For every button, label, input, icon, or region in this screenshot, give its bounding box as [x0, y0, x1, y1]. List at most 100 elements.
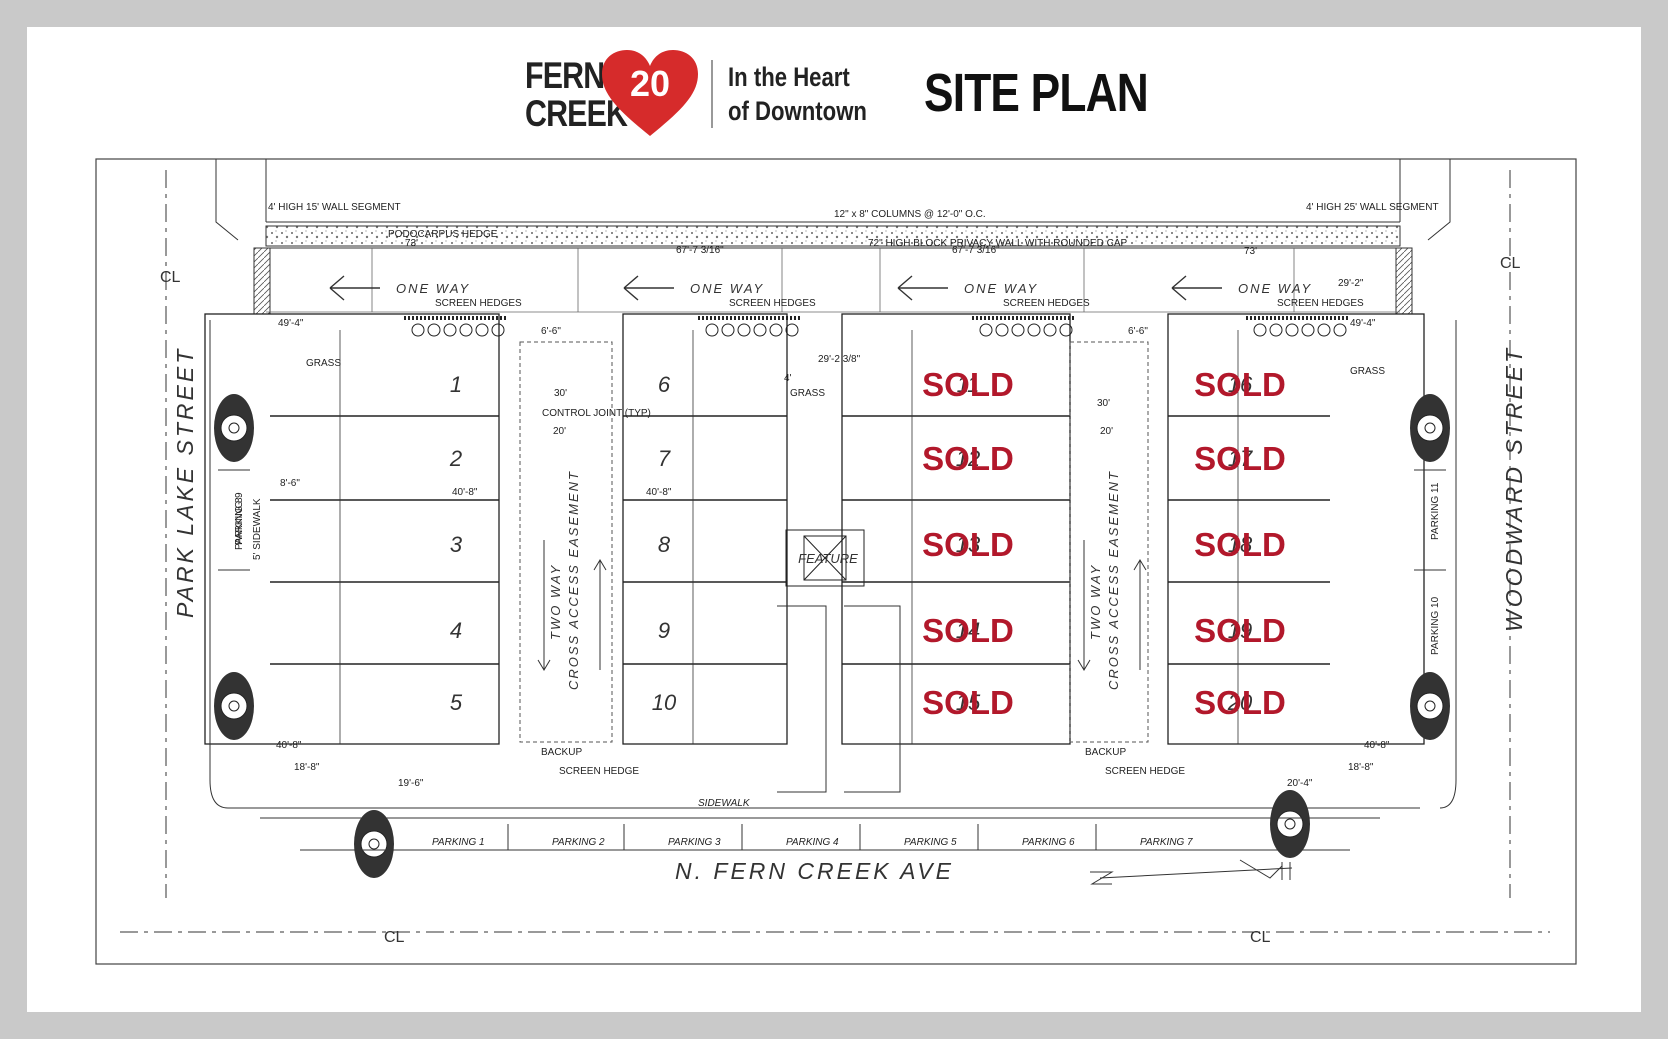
parking-9: PARKING 9: [234, 492, 245, 545]
unit-number-8: 8: [658, 532, 671, 557]
unit-status-18: SOLD: [1194, 526, 1286, 563]
unit-number-10: 10: [652, 690, 677, 715]
screen-hedges-label-3: SCREEN HEDGES: [1003, 298, 1090, 309]
unit-number-4: 4: [450, 618, 462, 643]
dim-40-west: 40'-8": [452, 487, 478, 498]
centerline-south-2: CL: [1250, 929, 1271, 946]
dim-top-4: 73': [1244, 246, 1257, 257]
one-way-label-3: ONE WAY: [964, 281, 1038, 296]
easement-east-line2: CROSS ACCESS EASEMENT: [1106, 470, 1121, 690]
dim-8-6: 8'-6": [280, 478, 300, 489]
unit-status-19: SOLD: [1194, 612, 1286, 649]
building-center-right: [841, 313, 1071, 745]
street-east: WOODWARD STREET: [1501, 346, 1527, 632]
property-frame: [95, 158, 1577, 965]
dim-top-1: 73': [405, 238, 418, 249]
centerline-west: CL: [160, 269, 181, 286]
unit-number-13: 13: [956, 532, 981, 557]
parking-6: PARKING 6: [1022, 837, 1075, 848]
unit-status-11: SOLD: [922, 366, 1014, 403]
screen-hedges-label-1: SCREEN HEDGES: [435, 298, 522, 309]
planter-icon-4: [1410, 672, 1450, 740]
grass-2: GRASS: [790, 388, 825, 399]
easement-west: [519, 341, 613, 743]
dim-top-3: 67'-7 3/16": [952, 245, 1000, 256]
unit-number-3: 3: [450, 532, 463, 557]
screen-hedges-label-2: SCREEN HEDGES: [729, 298, 816, 309]
sidewalk-label: SIDEWALK: [698, 798, 751, 809]
parking-7: PARKING 7: [1140, 837, 1193, 848]
columns-label: 12" x 8" COLUMNS @ 12'-0" O.C.: [834, 209, 986, 220]
unit-number-11: 11: [957, 372, 980, 397]
wall-segment-label-right: 4' HIGH 25' WALL SEGMENT: [1306, 202, 1439, 213]
screen-hedge-west: SCREEN HEDGE: [559, 766, 639, 777]
unit-status-15: SOLD: [922, 684, 1014, 721]
wall-segment-east: [1395, 247, 1413, 315]
unit-number-17: 17: [1228, 446, 1253, 471]
unit-status-20: SOLD: [1194, 684, 1286, 721]
one-way-label-4: ONE WAY: [1238, 281, 1312, 296]
unit-number-2: 2: [449, 446, 462, 471]
dim-20-east: 20': [1100, 426, 1113, 437]
building-west: [204, 313, 500, 745]
one-way-label-1: ONE WAY: [396, 281, 470, 296]
unit-number-9: 9: [658, 618, 670, 643]
screen-hedges-label-4: SCREEN HEDGES: [1277, 298, 1364, 309]
unit-number-5: 5: [450, 690, 463, 715]
dim-49-east: 49'-4": [1350, 318, 1376, 329]
dim-19-6: 19'-6": [398, 778, 424, 789]
dim-18-east: 18'-8": [1348, 762, 1374, 773]
screen-hedge-east: SCREEN HEDGE: [1105, 766, 1185, 777]
unit-number-15: 15: [956, 690, 981, 715]
hedge-label: PODOCARPUS HEDGE: [388, 229, 498, 240]
unit-status-14: SOLD: [922, 612, 1014, 649]
dim-6-east: 6'-6": [1128, 326, 1148, 337]
one-way-label-2: ONE WAY: [690, 281, 764, 296]
hedge-strip: [265, 225, 1401, 247]
easement-west-line2: CROSS ACCESS EASEMENT: [566, 470, 581, 690]
easement-east: [1069, 341, 1149, 743]
dim-top-2: 67'-7 3/16": [676, 245, 724, 256]
backup-east: BACKUP: [1085, 747, 1126, 758]
street-west: PARK LAKE STREET: [172, 347, 198, 618]
unit-number-14: 14: [956, 618, 980, 643]
parking-8: PARKING 8: [234, 497, 245, 550]
building-center-left: [622, 313, 788, 745]
dim-40-center: 40'-8": [646, 487, 672, 498]
dim-18-west: 18'-8": [294, 762, 320, 773]
planter-icon-6: [1270, 790, 1310, 858]
backup-west: BACKUP: [541, 747, 582, 758]
grass-3: GRASS: [1350, 366, 1385, 377]
easement-east-line1: TWO WAY: [1088, 564, 1103, 640]
unit-status-17: SOLD: [1194, 440, 1286, 477]
unit-status-13: SOLD: [922, 526, 1014, 563]
heart-logo-icon: 20: [602, 50, 698, 136]
tagline-line-2: of Downtown: [728, 96, 867, 126]
north-arrow-icon: [1090, 859, 1293, 885]
dim-30-west: 30': [554, 388, 567, 399]
page-title: SITE PLAN: [924, 63, 1149, 123]
wall-segment-label-left: 4' HIGH 15' WALL SEGMENT: [268, 202, 401, 213]
street-south: N. FERN CREEK AVE: [675, 858, 954, 884]
side-sidewalk-label: 5' SIDEWALK: [252, 498, 263, 560]
easement-west-line1: TWO WAY: [548, 564, 563, 640]
dim-6-west: 6'-6": [541, 326, 561, 337]
unit-number-16: 16: [1228, 372, 1253, 397]
unit-number-1: 1: [450, 372, 462, 397]
dim-4: 4': [784, 373, 792, 384]
dim-30-east: 30': [1097, 398, 1110, 409]
logo-text-fern: FERN: [525, 55, 605, 96]
planter-icon-2: [1410, 394, 1450, 462]
control-joint-label: CONTROL JOINT (TYP): [542, 408, 651, 419]
unit-number-20: 20: [1227, 690, 1253, 715]
dim-20-4: 20'-4": [1287, 778, 1313, 789]
unit-number-7: 7: [658, 446, 671, 471]
one-way-arrow-4: ONE WAY SCREEN HEDGES: [1171, 275, 1364, 337]
parking-1: PARKING 1: [432, 837, 485, 848]
parking-3: PARKING 3: [668, 837, 721, 848]
unit-number-18: 18: [1228, 532, 1253, 557]
unit-number-12: 12: [956, 446, 980, 471]
site-plan-sheet: [27, 27, 1641, 1012]
dim-29-2: 29'-2": [1338, 278, 1364, 289]
